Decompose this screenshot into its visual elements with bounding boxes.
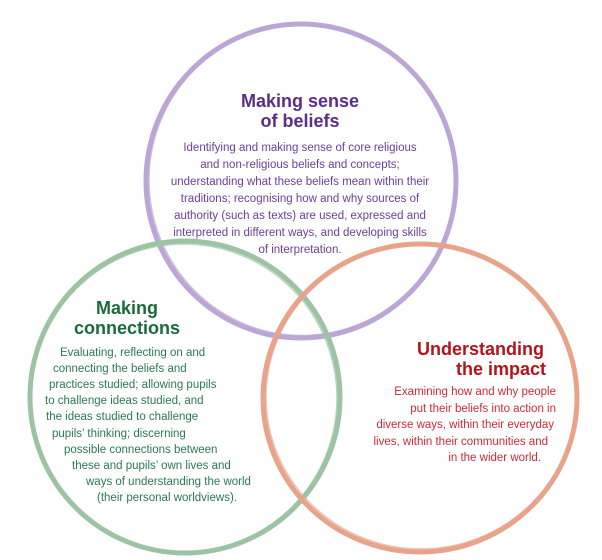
connections-description-line: (their personal worldviews). <box>97 492 237 504</box>
beliefs-title: Making sense of beliefs <box>150 91 450 131</box>
beliefs-description-line: of interpretation. <box>258 244 342 256</box>
beliefs-description-line: understanding what these beliefs mean wi… <box>170 176 430 188</box>
impact-description-line: lives, within their communities and <box>373 436 549 448</box>
beliefs-description-line: traditions; recognising how and why sour… <box>180 193 420 205</box>
beliefs-circle <box>143 21 459 341</box>
beliefs-description: Identifying and making sense of core rel… <box>150 140 450 259</box>
connections-description-line: possible connections between <box>64 444 218 456</box>
beliefs-description-line: authority (such as texts) are used, expr… <box>174 210 426 222</box>
impact-title-line: Understanding <box>416 339 544 359</box>
beliefs-description-line: Identifying and making sense of core rel… <box>183 142 417 154</box>
connections-description-line: the ideas studied to challenge <box>46 411 199 423</box>
connections-description-line: ways of understanding the world <box>86 476 251 488</box>
connections-title-line: Making <box>95 298 158 318</box>
impact-description-line: diverse ways, within their everyday <box>376 419 554 431</box>
connections-description-line: connecting the beliefs and <box>53 363 187 375</box>
connections-title: Making connections <box>27 298 227 338</box>
connections-description-line: these and pupils’ own lives and <box>72 460 231 472</box>
connections-circle <box>27 238 343 556</box>
connections-description-line: Evaluating, reflecting on and <box>60 347 206 359</box>
connections-description-line: to challenge ideas studied, and <box>45 395 204 407</box>
connections-title-line: connections <box>73 318 180 338</box>
impact-description-line: in the wider world. <box>448 452 541 464</box>
impact-title: Understanding the impact <box>350 339 546 379</box>
beliefs-description-line: and non-religious beliefs and concepts; <box>200 159 400 171</box>
connections-description-line: pupils’ thinking; discerning <box>52 428 186 440</box>
impact-circle <box>260 241 580 555</box>
beliefs-title-line: Making sense <box>240 91 360 111</box>
connections-description-line: practices studied; allowing pupils <box>49 379 217 391</box>
beliefs-title-line: of beliefs <box>260 111 340 131</box>
beliefs-description-line: interpreted in different ways, and devel… <box>173 227 427 239</box>
impact-description-line: put their beliefs into action in <box>410 403 556 415</box>
impact-description-line: Examining how and why people <box>394 386 556 398</box>
impact-title-line: the impact <box>455 359 546 379</box>
